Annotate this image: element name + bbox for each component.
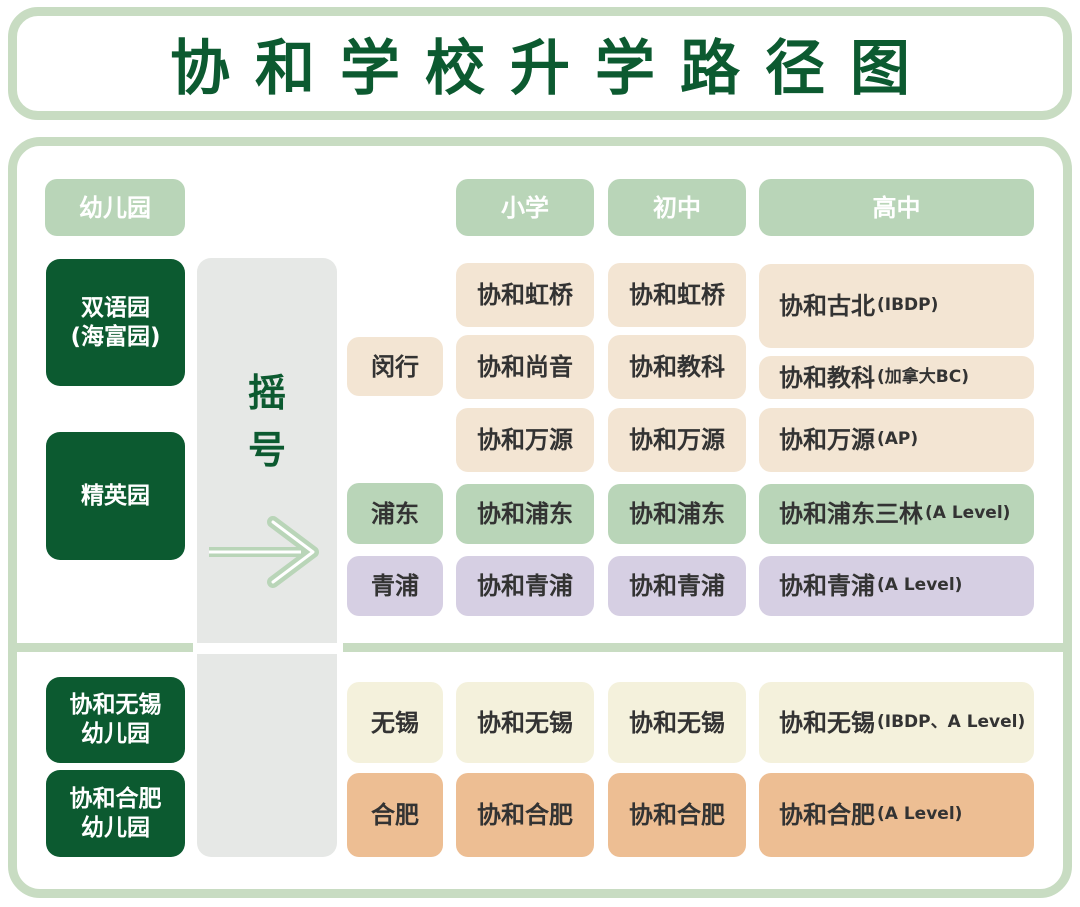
region-hefei: 合肥 xyxy=(347,773,443,857)
high-hefei-name: 协和合肥 xyxy=(779,801,875,829)
high-pudong-name: 协和浦东三林 xyxy=(779,500,923,528)
high-jiaoke-name: 协和教科 xyxy=(779,363,875,392)
high-hefei: 协和合肥(A Level) xyxy=(759,773,1034,857)
primary-hefei: 协和合肥 xyxy=(456,773,594,857)
high-wanyuan: 协和万源(AP) xyxy=(759,408,1034,472)
region-wuxi: 无锡 xyxy=(347,682,443,763)
high-gubei-curriculum: (IBDP) xyxy=(877,295,939,316)
middle-wanyuan: 协和万源 xyxy=(608,408,746,472)
region-pudong: 浦东 xyxy=(347,483,443,544)
title-frame xyxy=(8,7,1072,120)
kindergarten-hefei-line2: 幼儿园 xyxy=(81,814,150,841)
primary-shangyin: 协和尚音 xyxy=(456,335,594,399)
high-qingpu-name: 协和青浦 xyxy=(779,572,875,600)
high-pudong: 协和浦东三林(A Level) xyxy=(759,484,1034,544)
lottery-gap xyxy=(193,643,343,654)
middle-jiaoke: 协和教科 xyxy=(608,335,746,399)
header-high: 高中 xyxy=(759,179,1034,236)
header-kindergarten: 幼儿园 xyxy=(45,179,185,236)
kindergarten-hefei-line1: 协和合肥 xyxy=(69,785,162,812)
lottery-char-2: 号 xyxy=(247,428,286,472)
lottery-label: 摇 号 xyxy=(197,365,337,479)
page-title: 协和学校升学路径图 xyxy=(170,34,935,104)
region-qingpu: 青浦 xyxy=(347,556,443,616)
region-minhang: 闵行 xyxy=(347,337,443,396)
primary-hongqiao: 协和虹桥 xyxy=(456,263,594,327)
high-hefei-curriculum: (A Level) xyxy=(877,804,963,825)
kindergarten-hefei: 协和合肥 幼儿园 xyxy=(46,770,185,857)
kindergarten-wuxi-line2: 幼儿园 xyxy=(81,721,150,747)
header-middle: 初中 xyxy=(608,179,746,236)
high-pudong-curriculum: (A Level) xyxy=(925,503,1011,524)
high-wuxi: 协和无锡(IBDP、A Level) xyxy=(759,682,1034,763)
high-jiaoke: 协和教科(加拿大BC) xyxy=(759,356,1034,399)
middle-wuxi: 协和无锡 xyxy=(608,682,746,763)
kindergarten-bilingual: 双语园 (海富园) xyxy=(46,259,185,386)
kindergarten-elite: 精英园 xyxy=(46,432,185,560)
right-arrow-icon xyxy=(209,516,319,588)
primary-wuxi: 协和无锡 xyxy=(456,682,594,763)
high-wanyuan-curriculum: (AP) xyxy=(877,429,919,450)
high-wuxi-name: 协和无锡 xyxy=(779,708,875,737)
kindergarten-bilingual-name: 双语园 xyxy=(81,294,150,321)
kindergarten-bilingual-sub: (海富园) xyxy=(70,323,161,350)
header-primary: 小学 xyxy=(456,179,594,236)
middle-hefei: 协和合肥 xyxy=(608,773,746,857)
high-wanyuan-name: 协和万源 xyxy=(779,426,875,454)
high-gubei-name: 协和古北 xyxy=(779,292,875,320)
region-divider xyxy=(17,643,1063,652)
high-qingpu: 协和青浦(A Level) xyxy=(759,556,1034,616)
high-wuxi-curriculum: (IBDP、A Level) xyxy=(877,711,1026,732)
primary-pudong: 协和浦东 xyxy=(456,484,594,544)
middle-pudong: 协和浦东 xyxy=(608,484,746,544)
high-qingpu-curriculum: (A Level) xyxy=(877,575,963,596)
lottery-char-1: 摇 xyxy=(247,371,286,415)
primary-wanyuan: 协和万源 xyxy=(456,408,594,472)
middle-hongqiao: 协和虹桥 xyxy=(608,263,746,327)
high-jiaoke-curriculum: (加拿大BC) xyxy=(877,366,969,387)
kindergarten-wuxi-line1: 协和无锡 xyxy=(69,692,162,719)
middle-qingpu: 协和青浦 xyxy=(608,556,746,616)
kindergarten-wuxi: 协和无锡 幼儿园 xyxy=(46,677,185,763)
high-gubei: 协和古北(IBDP) xyxy=(759,264,1034,348)
primary-qingpu: 协和青浦 xyxy=(456,556,594,616)
